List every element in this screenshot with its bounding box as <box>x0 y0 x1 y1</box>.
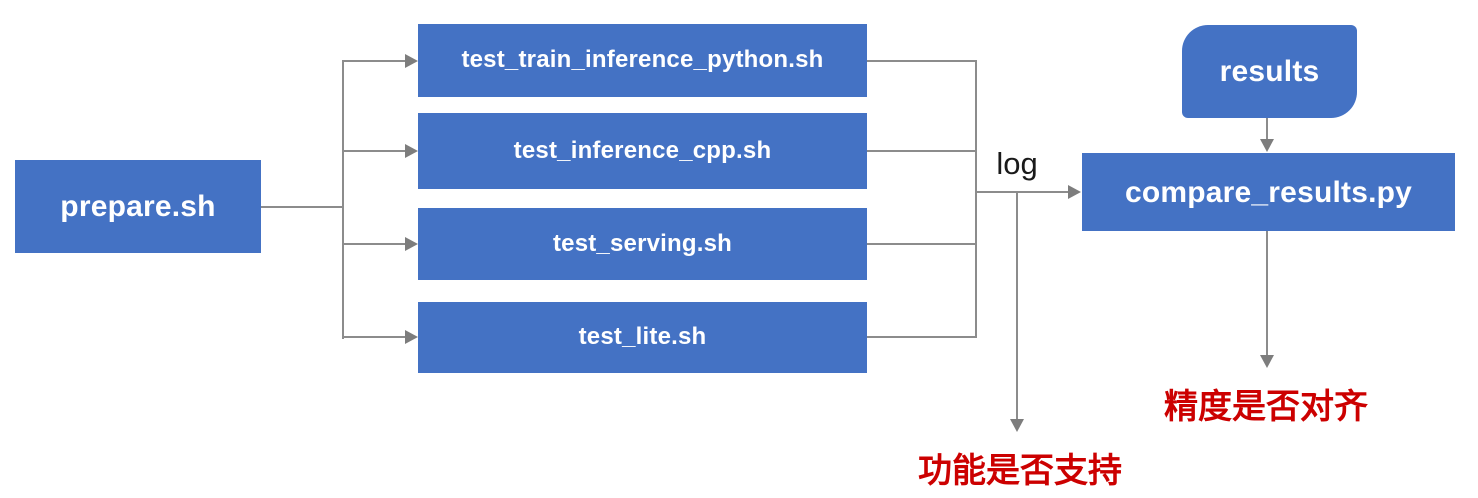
arrowhead-precision-check-icon <box>1260 355 1274 368</box>
arrowhead-function-check-icon <box>1010 419 1024 432</box>
connector-test4-to-merge <box>867 336 977 338</box>
node-test-lite-sh: test_lite.sh <box>418 302 867 373</box>
connector-log-to-compare <box>975 191 1069 193</box>
node-compare-results-py: compare_results.py <box>1082 153 1455 231</box>
connector-test1-to-merge <box>867 60 977 62</box>
arrowhead-into-compare-icon <box>1068 185 1081 199</box>
connector-right-merge-trunk <box>975 60 977 338</box>
connector-results-to-compare <box>1266 118 1268 140</box>
arrowhead-into-test4-icon <box>405 330 418 344</box>
node-prepare-sh: prepare.sh <box>15 160 261 253</box>
connector-test3-to-merge <box>867 243 977 245</box>
precision-check-label: 精度是否对齐 <box>1164 388 1368 426</box>
connector-left-branch-trunk <box>342 60 344 339</box>
node-test-serving-sh: test_serving.sh <box>418 208 867 280</box>
node-results: results <box>1182 25 1357 118</box>
arrowhead-into-test3-icon <box>405 237 418 251</box>
arrowhead-into-test2-icon <box>405 144 418 158</box>
arrowhead-results-to-compare-icon <box>1260 139 1274 152</box>
connector-log-to-function-check <box>1016 192 1018 420</box>
connector-compare-to-precision-check <box>1266 231 1268 356</box>
node-test-inference-cpp-sh: test_inference_cpp.sh <box>418 113 867 189</box>
connector-prepare-to-branch <box>261 206 342 208</box>
node-test-train-inference-python-sh: test_train_inference_python.sh <box>418 24 867 97</box>
connector-branch-to-test1 <box>342 60 406 62</box>
connector-test2-to-merge <box>867 150 977 152</box>
log-label: log <box>996 146 1038 181</box>
connector-branch-to-test4 <box>342 336 406 338</box>
connector-branch-to-test3 <box>342 243 406 245</box>
connector-branch-to-test2 <box>342 150 406 152</box>
function-check-label: 功能是否支持 <box>918 452 1122 490</box>
arrowhead-into-test1-icon <box>405 54 418 68</box>
